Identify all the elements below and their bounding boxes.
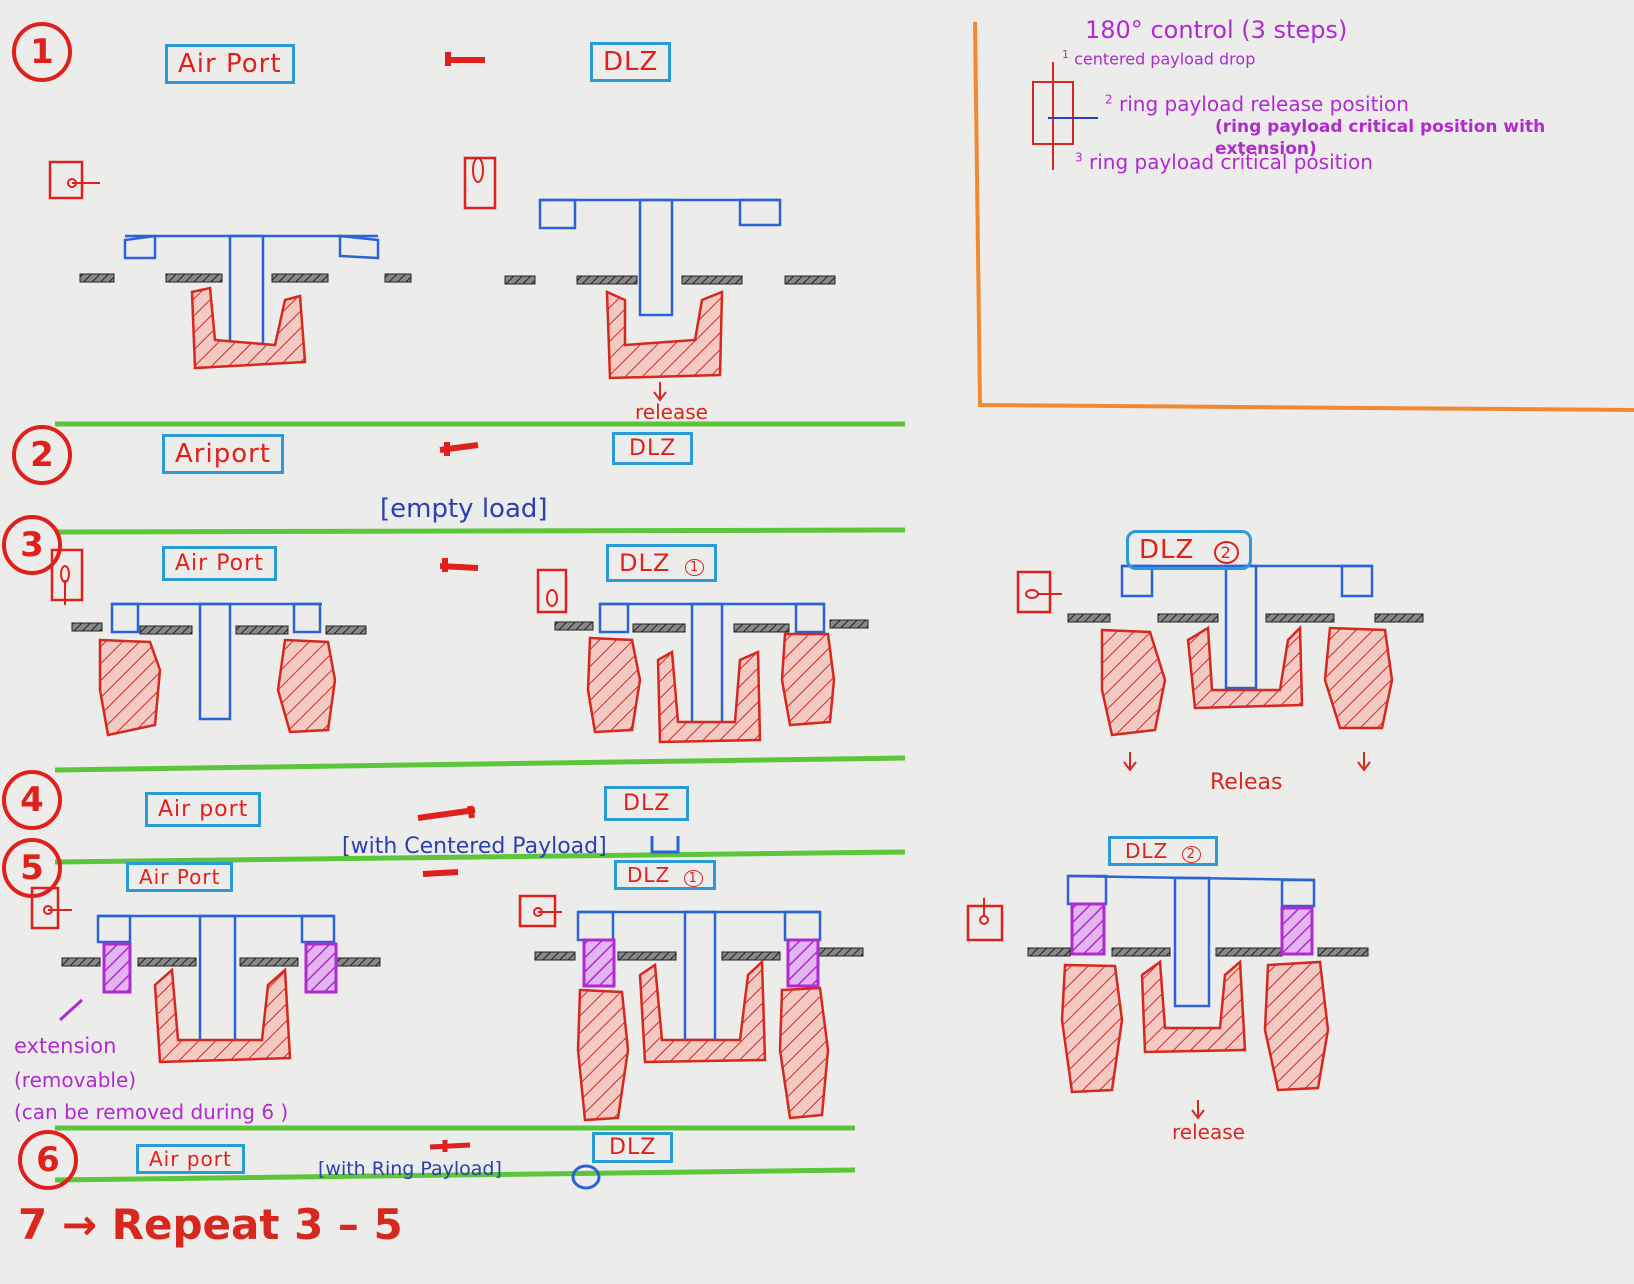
legend-item-1-text: centered payload drop: [1074, 49, 1256, 69]
airplane-icon-6: [429, 1140, 471, 1152]
extension-note-3: (can be removed during 6 ): [14, 1100, 289, 1124]
ring-hint-icon: [650, 836, 680, 854]
airport-label-2: Ariport: [162, 434, 284, 474]
orientation-icon-1a: [48, 160, 100, 200]
step-number-2: 2: [12, 425, 72, 485]
legend-item-2-text: ring payload release position: [1119, 92, 1409, 116]
orientation-icon-1b: [463, 156, 497, 210]
dlz-label-5: DLZ 1: [614, 860, 716, 890]
extension-note-2: (removable): [14, 1068, 137, 1092]
release-note-right: Releas: [1210, 770, 1283, 795]
legend-item-2: 2 ring payload release position: [1105, 92, 1409, 116]
airplane-icon-4: [417, 805, 476, 821]
dlz-label-4: DLZ: [604, 786, 690, 821]
drone-5-mid: [534, 910, 864, 1122]
ring-payload-note: [with Ring Payload]: [318, 1158, 502, 1180]
legend-item-3-num: 3: [1075, 150, 1083, 165]
dlz-label-2: DLZ: [612, 432, 694, 465]
extension-note-1: extension: [14, 1034, 117, 1058]
repeat-note: 7 → Repeat 3 – 5: [18, 1200, 403, 1249]
airport-label-3: Air Port: [162, 546, 277, 581]
drone-1-left: [79, 234, 412, 370]
step-number-3: 3: [2, 515, 62, 575]
dlz-label-6: DLZ: [592, 1132, 674, 1163]
legend-item-3: 3 ring payload critical position: [1075, 150, 1373, 174]
airport-label-4: Air port: [145, 792, 262, 827]
airplane-icon-3: [439, 558, 479, 572]
dlz-3-right-mark: 2: [1213, 541, 1239, 564]
airport-label-1: Air Port: [165, 44, 295, 84]
airplane-icon-1: [445, 52, 485, 66]
orientation-icon-3c: [1016, 570, 1062, 614]
legend-item-3-text: ring payload critical position: [1089, 150, 1373, 174]
release-note-bottom: release: [1172, 1120, 1245, 1144]
dlz-label-3-text: DLZ: [619, 549, 671, 577]
drone-3-right: [1067, 564, 1424, 772]
legend-rotation-icon: [1032, 62, 1098, 170]
dlz-label-3-right: DLZ 2: [1126, 530, 1252, 570]
legend-border: [973, 21, 1634, 412]
ring-payload-icon: [571, 1164, 601, 1190]
dlz-label-5-right: DLZ 2: [1108, 836, 1218, 866]
orientation-icon-5b: [518, 894, 562, 928]
step-number-6: 6: [18, 1130, 78, 1190]
legend-item-1: 1 centered payload drop: [1062, 48, 1255, 68]
airport-label-6: Air port: [136, 1144, 245, 1174]
dlz-label-5-right-text: DLZ: [1125, 839, 1169, 863]
dlz-5-right-mark: 2: [1181, 846, 1201, 863]
legend-item-2-sub: (ring payload critical position with ext…: [1215, 117, 1546, 159]
orientation-icon-3b: [536, 568, 568, 614]
drone-3-mid: [554, 602, 869, 744]
airplane-icon-5: [422, 869, 459, 877]
drone-5-right: [1027, 874, 1369, 1120]
legend-item-1-num: 1: [1062, 48, 1069, 61]
dlz-label-3-right-text: DLZ: [1139, 535, 1195, 565]
step-number-1: 1: [12, 22, 72, 82]
step-number-5: 5: [2, 838, 62, 898]
dlz-3-mark: 1: [684, 559, 705, 576]
airport-label-5: Air Port: [126, 862, 234, 892]
legend-item-2-num: 2: [1105, 92, 1113, 107]
airplane-icon-2: [439, 442, 479, 456]
dlz-5-mark: 1: [683, 870, 703, 887]
legend-title: 180° control (3 steps): [1085, 16, 1348, 44]
dlz-label-1: DLZ: [590, 42, 672, 82]
drone-5-left: [58, 914, 381, 1064]
step-number-4: 4: [2, 770, 62, 830]
dlz-label-5-text: DLZ: [627, 863, 671, 887]
drone-1-right: [504, 198, 836, 402]
drone-3-left: [71, 602, 367, 737]
release-note-1: release: [635, 400, 708, 424]
centered-payload-note: [with Centered Payload]: [342, 834, 607, 859]
orientation-icon-5c: [966, 898, 1004, 942]
dlz-label-3: DLZ 1: [606, 544, 718, 582]
orientation-icon-3a: [50, 548, 84, 605]
empty-load-note: [empty load]: [380, 494, 548, 524]
